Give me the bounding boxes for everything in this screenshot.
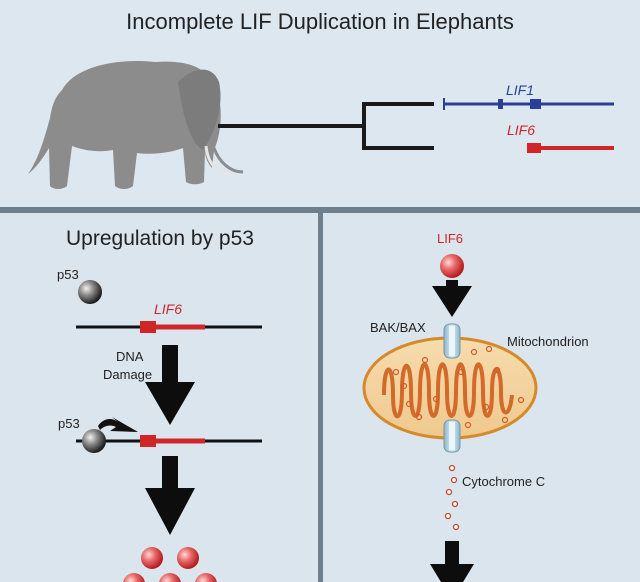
- down-arrow-4-icon: [430, 541, 474, 582]
- page-title: Incomplete LIF Duplication in Elephants: [0, 9, 640, 35]
- lif6-label: LIF6: [507, 122, 535, 138]
- bak-bax-channel-top: [444, 324, 460, 358]
- left-panel-title: Upregulation by p53: [66, 227, 254, 251]
- transcription-arrow-icon: [98, 417, 138, 432]
- lif6-protein-cluster: [123, 547, 217, 582]
- mitochondrion-label: Mitochondrion: [507, 334, 589, 349]
- dna-strand-top: [76, 321, 262, 333]
- lif1-gene: [444, 98, 614, 110]
- elephant-icon: [28, 61, 243, 189]
- bak-bax-label: BAK/BAX: [370, 320, 426, 335]
- p53-bound-icon: [82, 429, 106, 453]
- p53-bound-label: p53: [58, 416, 80, 431]
- bak-bax-channel-bottom: [444, 420, 460, 452]
- lif1-label: LIF1: [506, 82, 534, 98]
- down-arrow-2-icon: [145, 456, 195, 535]
- cytochrome-c-dots: [446, 466, 459, 530]
- p53-label: p53: [57, 267, 79, 282]
- p53-protein-icon: [78, 280, 102, 304]
- lif6-protein-label: LIF6: [437, 231, 463, 246]
- down-arrow-3-icon: [432, 280, 472, 317]
- dna-label: DNA: [116, 349, 143, 364]
- damage-label: Damage: [103, 367, 152, 382]
- lif6-gene: [527, 143, 614, 153]
- cytochrome-c-label: Cytochrome C: [462, 474, 545, 489]
- lif6-protein-icon: [440, 254, 464, 278]
- lif6-gene-label: LIF6: [154, 301, 182, 317]
- phylogeny-bracket: [218, 104, 434, 148]
- down-arrow-icon: [145, 345, 195, 425]
